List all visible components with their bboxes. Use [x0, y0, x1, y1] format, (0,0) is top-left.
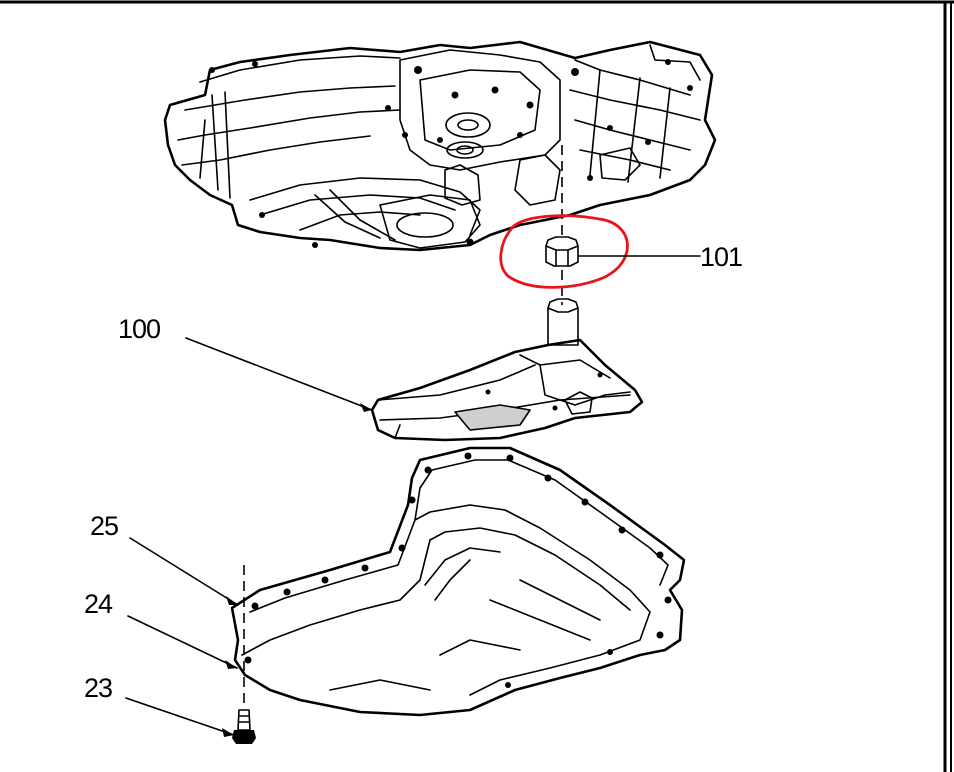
oil-pan-gasket-part: [230, 446, 686, 717]
callout-25: 25: [90, 511, 118, 541]
callout-24: 24: [84, 589, 113, 619]
callout-labels: 101 100 25 24 23: [84, 242, 743, 703]
transmission-filter-part: [370, 298, 644, 442]
pan-bolt-part: [232, 565, 256, 744]
filter-seal-part: [545, 145, 579, 305]
highlight-circle: [499, 214, 629, 289]
callout-101: 101: [700, 242, 742, 272]
callout-100: 100: [118, 314, 160, 344]
transmission-valve-body: [163, 40, 717, 252]
callout-23: 23: [84, 673, 112, 703]
leader-lines: [125, 255, 701, 737]
